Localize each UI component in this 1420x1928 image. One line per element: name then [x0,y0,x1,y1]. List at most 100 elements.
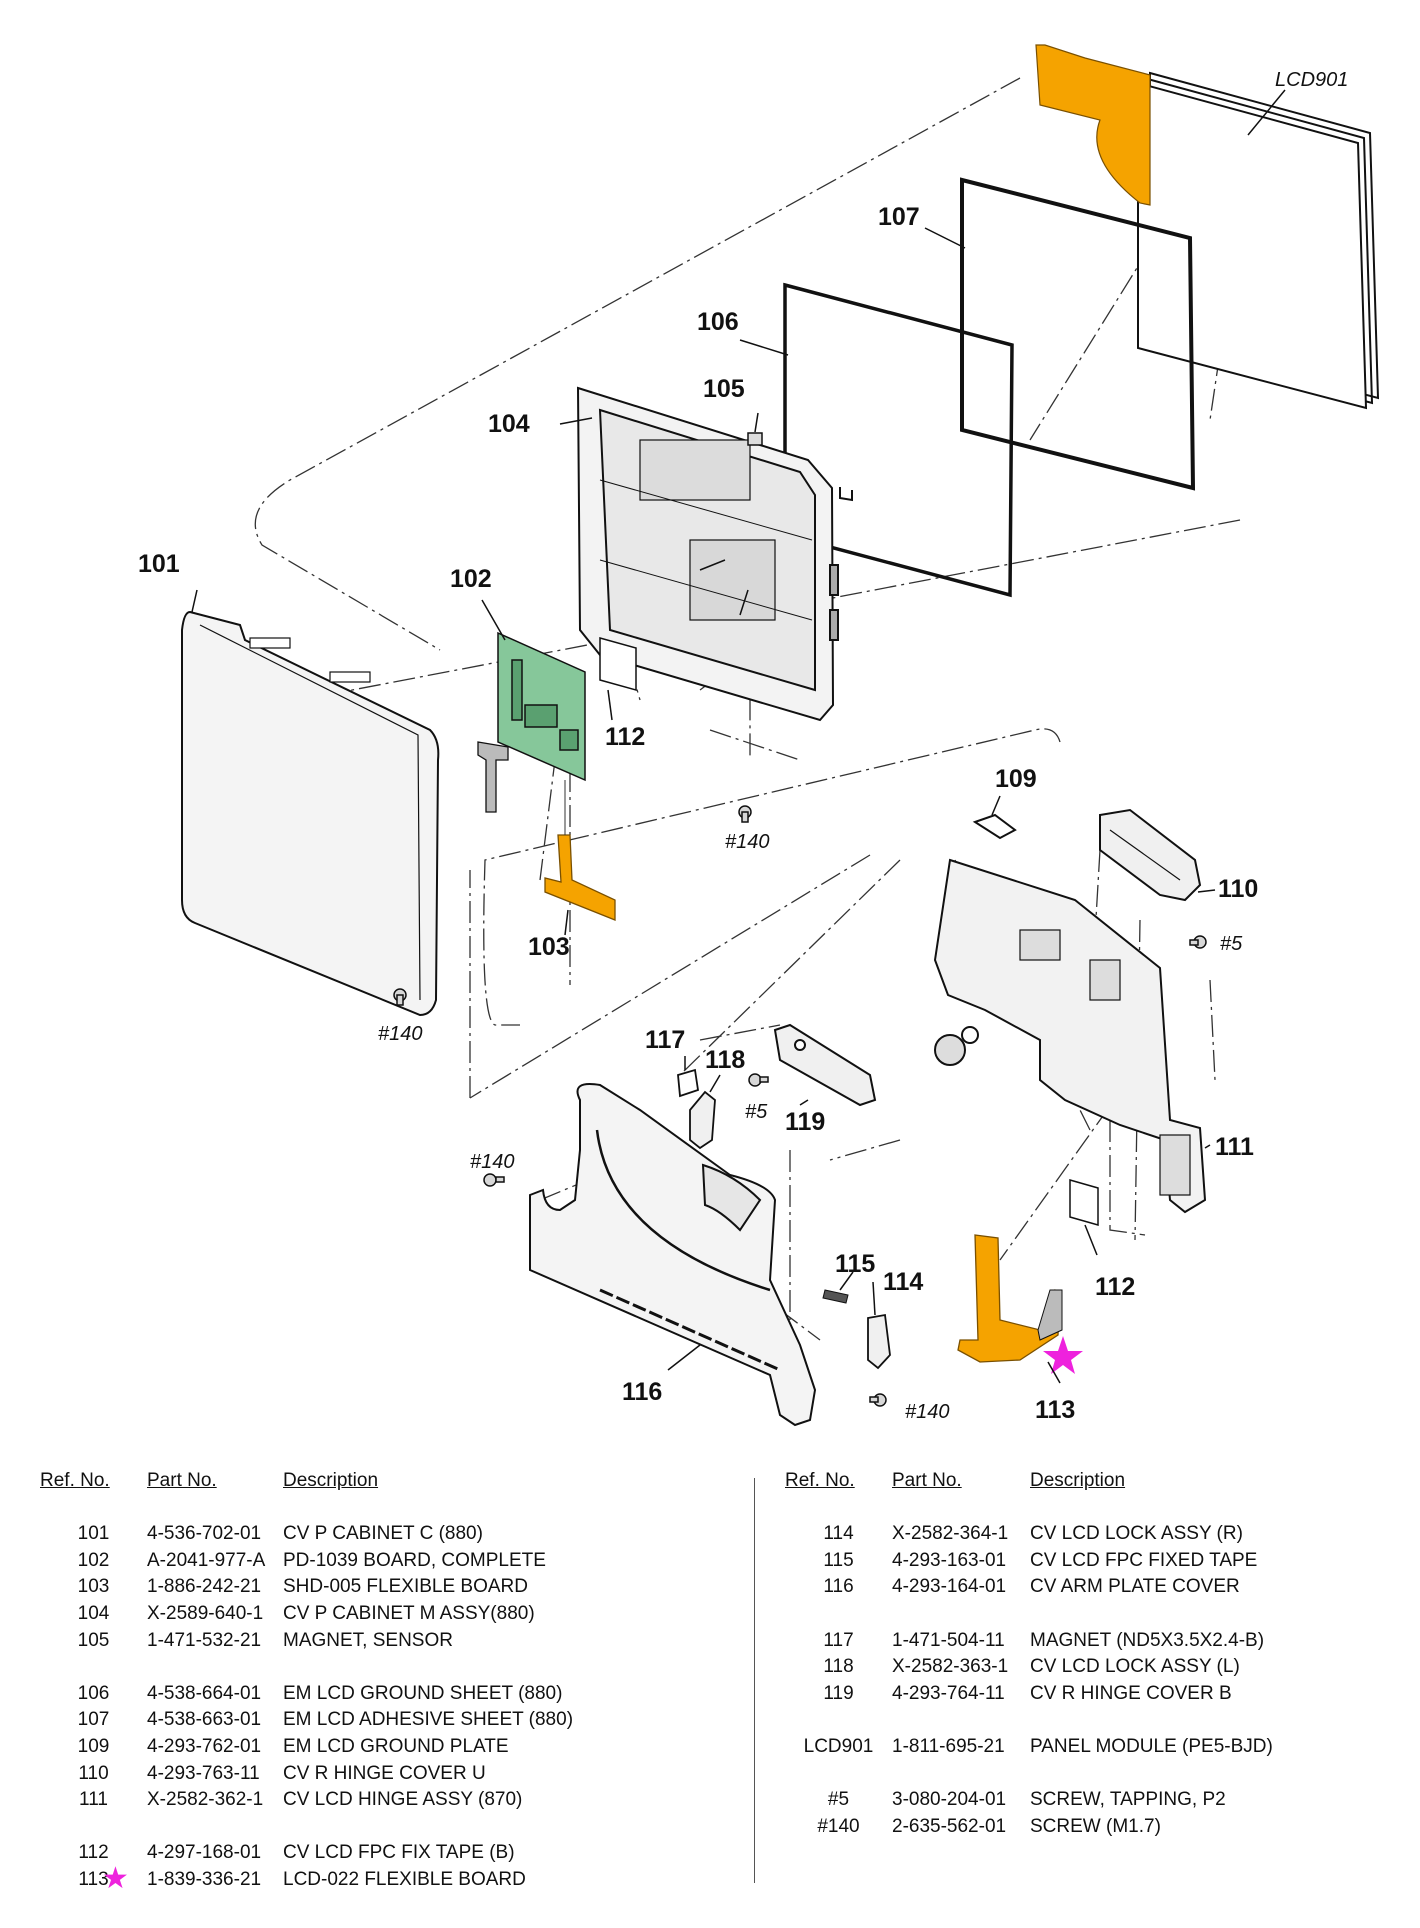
magnet-sensor [747,432,763,446]
table-row [40,1654,563,1681]
cell-desc: CV R HINGE COVER B [1030,1682,1232,1704]
lcd-ground-plate [972,813,1017,840]
cell-part: 4-538-663-01 [147,1709,262,1731]
callout-103: 103 [528,933,570,961]
callout-116: 116 [622,1378,662,1406]
cell-part [147,1814,283,1841]
cell-part [892,1601,1030,1628]
cell-desc: CV P CABINET M ASSY(880) [283,1602,535,1624]
cell-desc: CV R HINGE COVER U [283,1762,486,1784]
cell-part: 1-471-532-21 [147,1629,262,1651]
lcd-ground-sheet [783,282,1014,598]
cell-ref [40,1654,147,1681]
leader-lines [191,89,1286,1384]
cell-desc: CV P CABINET C (880) [283,1523,483,1545]
screws [393,805,1207,1407]
exploded-view-diagram: LCD901 107 106 105 104 101 102 112 103 1… [138,44,1380,1427]
cell-part: X-2582-363-1 [892,1656,1009,1678]
cell-ref: #140 [817,1815,860,1837]
lcd-hinge-assy [933,858,1207,1214]
callout-112-lower: 112 [1095,1273,1135,1301]
callout-104: 104 [488,410,530,438]
cell-part: 4-293-762-01 [147,1735,262,1757]
callout-113: 113 [1035,1396,1075,1424]
header-part: Part No. [892,1470,962,1491]
cell-part: 1-471-504-11 [892,1629,1005,1651]
cell-ref: 107 [77,1709,110,1731]
cell-part: 1-839-336-21 [147,1868,262,1890]
cell-ref: LCD901 [803,1735,874,1757]
table-row: #140 2-635-562-01 SCREW (M1.7) [785,1814,1310,1841]
cell-part [892,1761,1030,1788]
callout-111: 111 [1215,1133,1254,1161]
magnet-nd5 [677,1068,700,1098]
cell-desc: SCREW (M1.7) [1030,1815,1161,1837]
cell-desc [1030,1761,1310,1788]
cell-ref: 114 [823,1523,854,1545]
callout-107: 107 [878,203,920,231]
callout-screw-140-upper: #140 [725,831,770,853]
lcd-lock-assy-r [867,1313,891,1370]
lcd-fpc-fixed-tape [822,1289,849,1304]
cell-desc: CV LCD LOCK ASSY (L) [1030,1656,1240,1678]
cell-desc [1030,1707,1310,1734]
cell-desc: MAGNET, SENSOR [283,1629,453,1651]
screw-140-lower-left-icon [483,1173,505,1187]
screw-140-upper-icon [738,805,752,823]
hinge-cover-u [1099,808,1202,902]
pd-1039-board [497,631,586,782]
screw-5-right-icon [1189,935,1207,949]
cell-ref [785,1707,892,1734]
lcd-panel-fpc [1035,44,1151,206]
callout-lcd901: LCD901 [1275,69,1348,91]
header-desc: Description [1030,1470,1126,1491]
cell-part: X-2582-364-1 [892,1523,1009,1545]
cell-ref [785,1601,892,1628]
cell-part: 2-635-562-01 [892,1815,1007,1837]
callout-117: 117 [645,1026,685,1054]
cell-part: 4-297-168-01 [147,1842,262,1864]
cell-desc: EM LCD GROUND SHEET (880) [283,1682,563,1704]
cell-ref: 116 [823,1576,854,1598]
cell-ref: 104 [77,1602,110,1624]
cell-part: 4-536-702-01 [147,1523,262,1545]
cell-part: 3-080-204-01 [892,1789,1007,1811]
cell-part: 1-811-695-21 [892,1735,1005,1757]
callout-105: 105 [703,375,745,403]
cell-desc: PD-1039 BOARD, COMPLETE [283,1549,546,1571]
header-desc: Description [283,1470,379,1491]
cell-desc: LCD-022 FLEXIBLE BOARD [283,1868,526,1890]
cell-desc: EM LCD ADHESIVE SHEET (880) [283,1709,574,1731]
cell-desc: EM LCD GROUND PLATE [283,1735,509,1757]
cell-part: X-2582-362-1 [147,1789,264,1811]
callout-118: 118 [705,1046,745,1074]
callout-screw-140-lower-left: #140 [470,1151,515,1173]
cell-ref [785,1761,892,1788]
table-row [785,1601,1310,1628]
screw-140-lower-right-icon [869,1393,887,1407]
arm-plate-cover [529,1083,817,1427]
cell-desc [283,1654,563,1681]
shd-005-flexible-board [544,834,616,921]
cell-ref: 112 [78,1842,109,1864]
cell-desc [1030,1601,1310,1628]
callout-101: 101 [138,550,180,578]
fpc-fix-tape-lower [1069,1179,1099,1226]
cell-ref: 118 [823,1656,854,1678]
cell-part: 1-886-242-21 [147,1576,262,1598]
lcd-adhesive-sheet [960,177,1196,491]
callout-119: 119 [785,1108,825,1136]
lcd-lock-assy-l [689,1090,716,1150]
cell-ref: 115 [823,1549,854,1571]
